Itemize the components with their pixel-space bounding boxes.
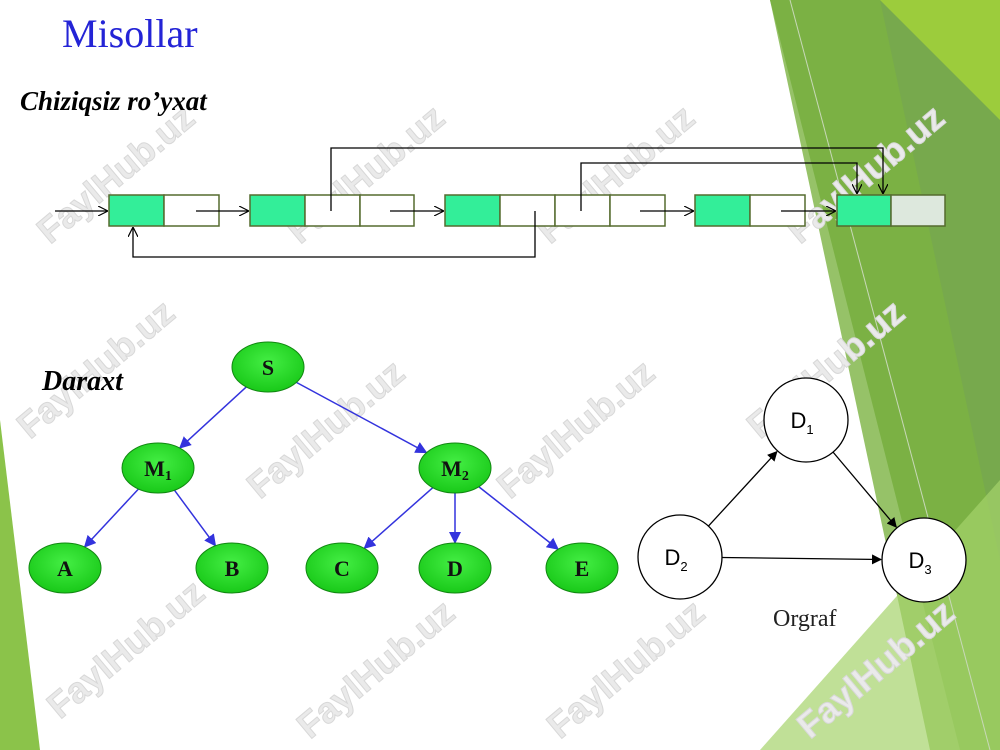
- tree-node-B: B: [195, 542, 269, 594]
- tree-node-E: E: [545, 542, 619, 594]
- list-cell-data: [444, 194, 501, 227]
- tree-node-circle: [418, 542, 492, 594]
- decor-left-strip: [0, 420, 40, 750]
- graph-node-D3: D3: [881, 517, 967, 603]
- list-cell-data: [249, 194, 306, 227]
- graph-node-circle: [637, 514, 723, 600]
- tree-node-label: A: [57, 556, 73, 581]
- tree-node-circle: [231, 341, 305, 393]
- decor-thin-line: [789, 0, 991, 750]
- tree-node-label: C: [334, 556, 350, 581]
- graph-node-circle: [763, 377, 849, 463]
- tree-node-D: D: [418, 542, 492, 594]
- tree-node-M1: M1: [121, 442, 195, 494]
- tree-node-C: C: [305, 542, 379, 594]
- graph-node-D2: D2: [637, 514, 723, 600]
- tree-node-label: E: [575, 556, 590, 581]
- tree-node-A: A: [28, 542, 102, 594]
- tree-node-circle: [121, 442, 195, 494]
- tree-edge-M2-C: [363, 487, 434, 549]
- list-cell-data: [694, 194, 751, 227]
- list-node-4: [694, 194, 806, 227]
- tree-edge-S-M1: [178, 386, 247, 449]
- slide-title: Misollar: [62, 11, 198, 56]
- tree-node-circle: [545, 542, 619, 594]
- list-cell-pointer: [499, 194, 556, 227]
- graph-edge-D2-D3: [721, 554, 883, 565]
- graph-edge-D2-D1: [707, 450, 778, 527]
- tree-node-circle: [28, 542, 102, 594]
- tree-edge-M1-B: [173, 489, 217, 547]
- tree-edge-S-M2: [296, 381, 428, 454]
- list-pointer-long: [330, 147, 883, 211]
- tree-node-circle: [195, 542, 269, 594]
- tree-edge-M2-E: [478, 486, 559, 550]
- tree-node-M2: M2: [418, 442, 492, 494]
- list-cell-data: [836, 194, 892, 227]
- tree-node-S: S: [231, 341, 305, 393]
- list-pointer-back: [133, 211, 536, 258]
- tree-node-label: B: [225, 556, 240, 581]
- list-node-2: [249, 194, 415, 227]
- tree-node-circle: [305, 542, 379, 594]
- graph-node-D1: D1: [763, 377, 849, 463]
- list-pointer-short: [580, 162, 857, 211]
- tree-label: Daraxt: [42, 366, 123, 397]
- tree-edge-M1-A: [83, 488, 140, 548]
- orgraph-label: Orgraf: [773, 606, 837, 632]
- graph-node-circle: [881, 517, 967, 603]
- list-cell-pointer: [749, 194, 806, 227]
- tree-node-label: D: [447, 556, 463, 581]
- list-cell-pointer: [304, 194, 361, 227]
- graph-edge-D1-D3: [832, 451, 897, 528]
- list-node-5: [836, 194, 946, 227]
- linked-list-label: Chiziqsiz ro’yxat: [20, 86, 207, 116]
- tree-node-circle: [418, 442, 492, 494]
- decor-corner-light: [880, 0, 1000, 120]
- list-cell-pointer: [890, 194, 946, 227]
- tree-node-label: S: [262, 355, 274, 380]
